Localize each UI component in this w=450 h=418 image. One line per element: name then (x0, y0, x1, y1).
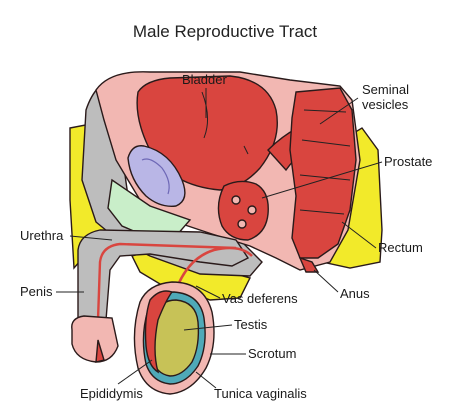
label-prostate: Prostate (384, 154, 432, 169)
diagram-title: Male Reproductive Tract (133, 22, 318, 41)
leader-tunica-vaginalis (195, 371, 217, 389)
label-rectum: Rectum (378, 240, 423, 255)
leader-rectum (341, 221, 377, 249)
pubic-bone (127, 145, 186, 207)
prostate-duct-1 (231, 195, 241, 205)
label-seminal-vesicles-line2: vesicles (362, 97, 409, 112)
label-penis: Penis (20, 284, 53, 299)
label-vas-deferens: Vas deferens (222, 291, 298, 306)
label-urethra: Urethra (20, 228, 64, 243)
label-testis: Testis (234, 317, 268, 332)
label-anus: Anus (340, 286, 370, 301)
label-tunica-vaginalis: Tunica vaginalis (214, 386, 307, 401)
rectum-tip (298, 256, 320, 273)
label-bladder: Bladder (182, 72, 227, 87)
urethra (96, 242, 237, 321)
bladder-orifice (243, 145, 249, 155)
leader-urethra (69, 235, 113, 241)
label-epididymis: Epididymis (80, 386, 143, 401)
glans-tip (95, 339, 105, 363)
vas-deferens (174, 246, 253, 291)
leader-seminal-vesicles (319, 97, 359, 125)
penis-shaft (77, 229, 250, 331)
leader-epididymis (117, 359, 153, 385)
prostate (217, 180, 269, 241)
bladder-fold (201, 91, 208, 139)
label-seminal-vesicles-line1: Seminal (362, 82, 409, 97)
epididymis (144, 290, 174, 374)
rectum-folds (299, 109, 351, 215)
prostate-duct-3 (237, 219, 247, 229)
leader-prostate (261, 161, 383, 199)
leader-testis (183, 324, 233, 331)
prostate-duct-2 (247, 205, 257, 215)
rectum (289, 87, 357, 259)
label-scrotum: Scrotum (248, 346, 296, 361)
leader-vas-deferens (195, 285, 221, 299)
pubic-bone-inner (141, 158, 170, 195)
leader-anus (313, 269, 339, 293)
glans (71, 315, 119, 363)
